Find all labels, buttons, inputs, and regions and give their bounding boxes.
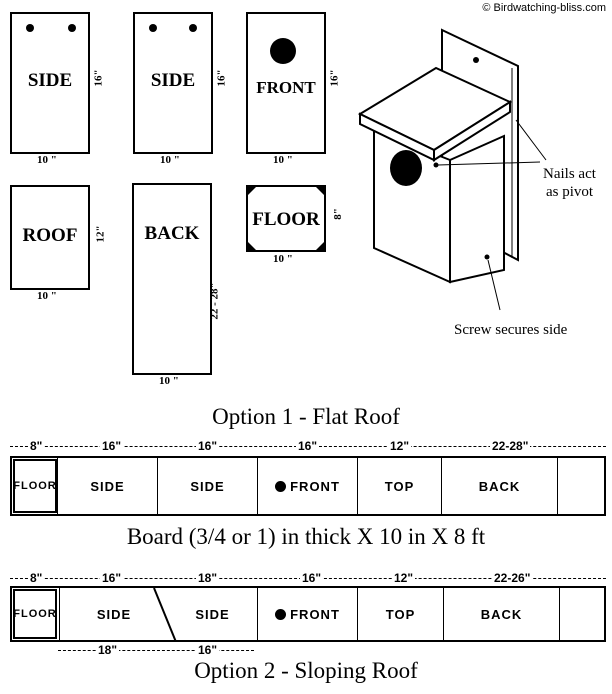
- side-panel-width: 10 ": [160, 154, 180, 166]
- copyright-text: © Birdwatching-bliss.com: [482, 2, 606, 14]
- side-panel-2: SIDE: [133, 12, 213, 154]
- back-panel-label: BACK: [144, 223, 200, 244]
- option2-segment-side: SIDE: [96, 606, 132, 622]
- option2-dim-bottom: 18": [96, 643, 120, 657]
- nail-hole: [26, 24, 34, 32]
- option2-dim: 22-26": [492, 571, 533, 585]
- entrance-hole-icon: [275, 480, 287, 492]
- floor-panel-width: 10 ": [273, 253, 293, 265]
- option2-title: Option 2 - Sloping Roof: [194, 658, 418, 683]
- option2-segment-back: BACK: [444, 588, 560, 640]
- option2-dimension-line-bottom: [58, 650, 254, 651]
- option2-segment-side: SIDE: [168, 588, 258, 640]
- nail-hole: [68, 24, 76, 32]
- option1-title: Option 1 - Flat Roof: [212, 404, 400, 429]
- birdhouse-illustration: [357, 28, 547, 311]
- option1-segment-side: SIDE: [158, 458, 258, 514]
- side-panel-1: SIDE: [10, 12, 90, 154]
- screw-callout: Screw secures side: [454, 322, 568, 338]
- option2-board: FLOOR SIDE SIDE FRONT TOP BACK: [10, 586, 606, 642]
- nail-hole: [189, 24, 197, 32]
- option1-segment-floor: FLOOR: [12, 458, 58, 514]
- roof-panel-width: 10 ": [37, 290, 57, 302]
- option1-dim: 16": [296, 439, 320, 453]
- option1-segment-front: FRONT: [258, 458, 358, 514]
- slope-cut-line: [153, 588, 177, 642]
- floor-cutout: FLOOR: [13, 459, 57, 513]
- option1-dim: 16": [196, 439, 220, 453]
- option2-dim: 8": [28, 571, 45, 585]
- floor-panel-label: FLOOR: [252, 209, 320, 230]
- option1-board: FLOOR SIDE SIDE FRONT TOP BACK: [10, 456, 606, 516]
- option1-segment-waste: [558, 458, 604, 514]
- front-label: FRONT: [290, 478, 340, 494]
- back-panel-width: 10 ": [159, 375, 179, 387]
- option2-segment-waste: [560, 588, 604, 640]
- option1-dim: 8": [28, 439, 45, 453]
- floor-panel-height: 8": [331, 208, 344, 220]
- side-panel-label: SIDE: [150, 70, 196, 91]
- entrance-hole-icon: [275, 608, 287, 620]
- nail-hole: [149, 24, 157, 32]
- front-panel: FRONT: [246, 12, 326, 154]
- option1-dim: 12": [388, 439, 412, 453]
- board-note: Board (3/4 or 1) in thick X 10 in X 8 ft: [126, 524, 486, 549]
- floor-panel: FLOOR: [246, 185, 326, 252]
- front-panel-height: 16": [328, 69, 341, 87]
- option2-dim-bottom: 16": [196, 643, 220, 657]
- front-label: FRONT: [290, 606, 340, 622]
- option1-segment-side: SIDE: [58, 458, 158, 514]
- option2-dim: 18": [196, 571, 220, 585]
- option1-segment-back: BACK: [442, 458, 558, 514]
- side-panel-label: SIDE: [27, 70, 73, 91]
- option2-dim: 16": [300, 571, 324, 585]
- back-panel: BACK: [132, 183, 212, 375]
- option2-segment-top: TOP: [358, 588, 444, 640]
- option2-dim: 16": [100, 571, 124, 585]
- option2-segment-floor: FLOOR: [12, 588, 60, 640]
- side-panel-height: 16": [215, 69, 228, 87]
- entrance-hole: [270, 38, 296, 64]
- option1-dim: 22-28": [490, 439, 531, 453]
- floor-cutout: FLOOR: [13, 589, 57, 639]
- roof-panel-label: ROOF: [22, 225, 78, 246]
- option2-dim: 12": [392, 571, 416, 585]
- option1-segment-top: TOP: [358, 458, 442, 514]
- nails-callout-line1: Nails act: [543, 166, 596, 182]
- side-panel-height: 16": [92, 69, 105, 87]
- floor-corner-cuts: [248, 187, 324, 250]
- front-panel-label: FRONT: [256, 78, 316, 97]
- option2-segment-front: FRONT: [258, 588, 358, 640]
- roof-panel-height: 12": [94, 225, 107, 243]
- nails-callout-line2: as pivot: [546, 184, 594, 200]
- roof-panel: ROOF: [10, 185, 90, 290]
- front-panel-width: 10 ": [273, 154, 293, 166]
- side-panel-width: 10 ": [37, 154, 57, 166]
- option1-dim: 16": [100, 439, 124, 453]
- back-panel-height: 22 - 28": [208, 282, 221, 320]
